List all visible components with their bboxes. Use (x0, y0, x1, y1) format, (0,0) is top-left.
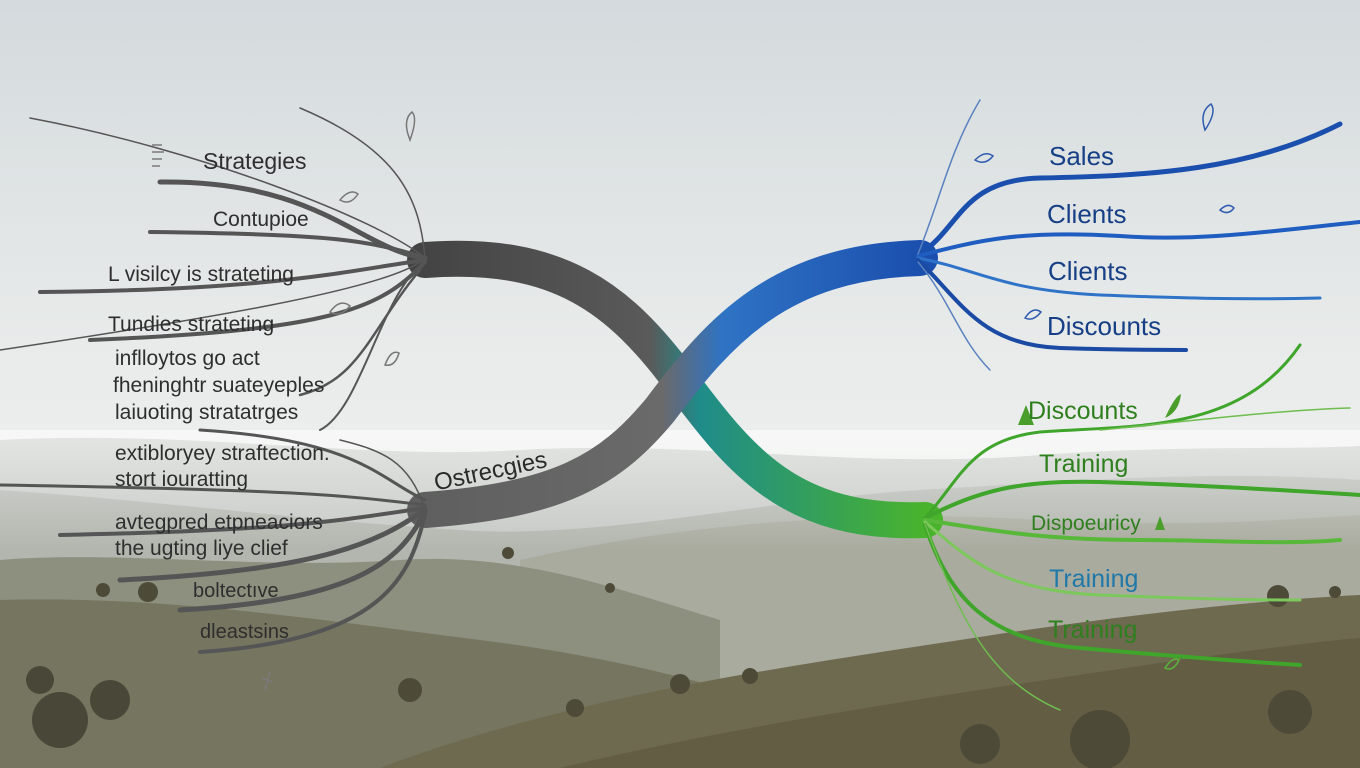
left-label: Contupioe (213, 208, 309, 231)
right-label-training: Training (1039, 450, 1129, 478)
right-label-training: Training (1048, 616, 1138, 644)
left-label: the ugting liye clief (115, 537, 288, 560)
sprout-icon (152, 144, 273, 691)
leaf-icon (328, 110, 416, 366)
main-branches (407, 240, 943, 539)
left-label: boltectıve (193, 580, 279, 602)
tree-icon (1018, 394, 1181, 670)
right-label-sales: Sales (1049, 141, 1115, 171)
right-label: Dispoeuricy (1031, 512, 1141, 535)
left-label: laiuoting stratatrges (115, 401, 299, 424)
left-label: L visilcy is strateting (108, 263, 294, 286)
left-label: avtegpred etpneaciors (115, 511, 323, 534)
right-top-branches (915, 99, 1360, 371)
right-label-clients: Clients (1047, 199, 1127, 229)
left-label: extibloryey straftection. (115, 442, 330, 465)
left-label-strategies: Strategies (203, 148, 307, 174)
right-label-clients: Clients (1048, 256, 1128, 286)
left-label: stort iouratting (115, 468, 249, 491)
left-label: fheninghtr suateyeples (113, 374, 325, 397)
left-label: dleastsins (200, 621, 289, 643)
flower-icon (973, 102, 1235, 320)
right-bottom-branches (923, 343, 1360, 711)
right-label-training: Training (1049, 565, 1139, 593)
right-label-discounts: Discounts (1028, 397, 1138, 425)
left-branches (0, 107, 428, 654)
right-label-discounts: Discounts (1047, 311, 1162, 341)
left-label: inflloytos go act (115, 347, 260, 370)
left-label: Tundies strateting (108, 313, 275, 336)
